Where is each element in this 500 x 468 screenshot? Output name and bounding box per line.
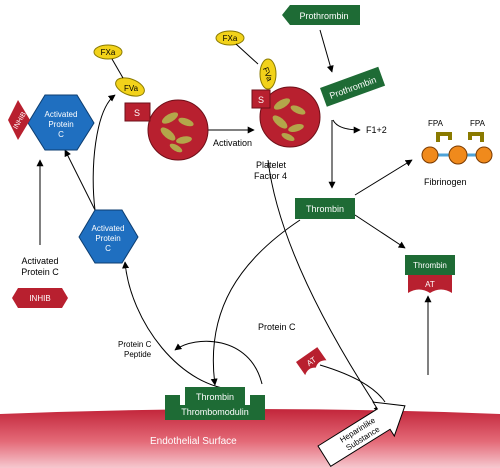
s-receptor-left [124, 102, 151, 122]
apc-mid-line1: Activated [92, 224, 125, 233]
fxa-left-label: FXa [101, 48, 116, 57]
fva-left-label: FVa [124, 84, 139, 93]
fxa-right: FXa [215, 30, 245, 46]
activation-label: Activation [213, 138, 252, 148]
pathway-arrows [36, 29, 432, 413]
arrow-to-thrombin-at [354, 214, 406, 249]
arrow-apc-to-fva [92, 94, 116, 211]
activated-protein-c-top: Activated Protein C [27, 94, 95, 151]
platelet-right: S [251, 86, 321, 148]
apc-mid-line3: C [105, 244, 111, 253]
fxa-right-label: FXa [223, 34, 238, 43]
apc-free-line1: Activated [21, 256, 58, 266]
fxa-left: FXa [93, 44, 123, 60]
fibrinogen-label: Fibrinogen [424, 177, 467, 187]
platelet-factor-line1: Platelet [256, 160, 287, 170]
platelet-left: S [124, 99, 209, 161]
arrow-at-path [319, 364, 386, 403]
arrow-prothrombin-binding [319, 29, 334, 73]
inhib-bottom: INHIB [12, 288, 68, 308]
inhib-top: INHIB [8, 100, 30, 140]
apc-mid-line2: Protein [95, 234, 120, 243]
arrow-apc-to-apc-top [64, 149, 96, 211]
activated-protein-c-middle: Activated Protein C [78, 209, 139, 264]
prothrombin-bound: Prothrombin [320, 66, 386, 107]
prothrombin-top-label: Prothrombin [299, 11, 348, 21]
at-free: AT [296, 347, 327, 376]
at-bound-label: AT [425, 280, 435, 289]
platelet-factor-line2: Factor 4 [254, 171, 287, 181]
arrow-thrombin-to-thrombomodulin [210, 219, 301, 386]
fva-left: FVa [115, 77, 145, 97]
endothelial-surface-label: Endothelial Surface [150, 436, 237, 447]
thrombin-center-label: Thrombin [306, 204, 344, 214]
s-right-label: S [258, 95, 264, 105]
prothrombin-top: Prothrombin [282, 5, 360, 25]
fxa-fva-link-left [111, 58, 124, 79]
inhib-bottom-label: INHIB [29, 294, 50, 303]
arrow-protein-c-peptide [174, 340, 263, 385]
apc-top-line1: Activated [45, 110, 78, 119]
fpa-left-label: FPA [428, 119, 444, 128]
apc-top-line3: C [58, 130, 64, 139]
protein-c-peptide-line1: Protein C [118, 340, 152, 349]
fpa-right-label: FPA [470, 119, 486, 128]
arrow-to-fibrinogen [354, 159, 413, 196]
apc-top-line2: Protein [48, 120, 73, 129]
thrombin-center: Thrombin [295, 198, 355, 219]
thrombin-thrombomodulin: Thrombin Thrombomodulin [165, 387, 265, 420]
s-receptor-right [251, 89, 271, 109]
apc-free-line2: Protein C [21, 267, 59, 277]
arrow-to-activated-protein-c [122, 261, 241, 391]
arrow-platelet-factor-to-heparinlike [267, 159, 381, 413]
thrombin-at-label: Thrombin [413, 261, 447, 270]
arrow-f12-release [332, 119, 361, 134]
fibrinogen: FPA FPA Fibrinogen [421, 119, 493, 187]
thrombin-bottom-label: Thrombin [196, 392, 234, 402]
thrombomodulin-label: Thrombomodulin [181, 407, 249, 417]
fxa-fva-link-right [235, 43, 259, 65]
s-left-label: S [134, 108, 140, 118]
protein-c-peptide-line2: Peptide [124, 350, 152, 359]
f12-label: F1+2 [366, 125, 387, 135]
thrombin-at-complex: Thrombin AT [405, 255, 455, 293]
protein-c-label: Protein C [258, 322, 296, 332]
fva-right: FVa [259, 58, 277, 90]
